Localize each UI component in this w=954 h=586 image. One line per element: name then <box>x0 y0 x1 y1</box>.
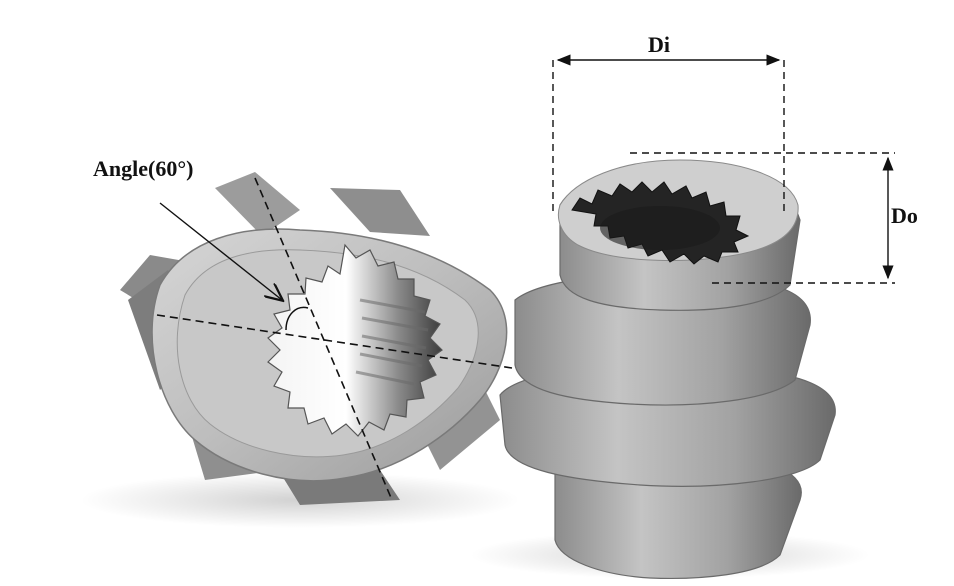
angle-reference-line-horizontal <box>156 314 513 369</box>
angle-arc <box>285 306 309 331</box>
angle-reference-line-diagonal <box>254 177 393 501</box>
angle-leader-arrow <box>159 202 282 300</box>
do-label: Do <box>891 203 918 228</box>
angle-label: Angle(60°) <box>93 156 194 181</box>
right-kneading-block <box>499 159 836 579</box>
left-kneading-block <box>120 172 508 505</box>
di-label: Di <box>648 32 670 57</box>
